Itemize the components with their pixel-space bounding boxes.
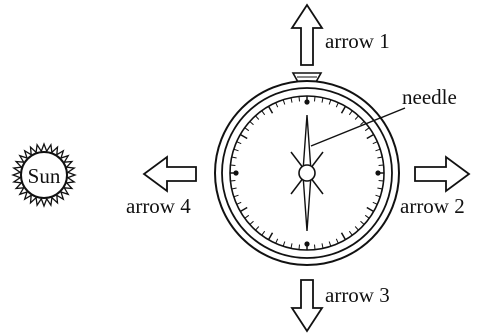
compass-tick <box>249 121 254 126</box>
compass-tick <box>244 214 250 219</box>
compass-tick <box>290 97 293 103</box>
compass-tick <box>354 115 359 120</box>
compass-tick <box>231 187 237 190</box>
compass-tick <box>321 243 324 249</box>
sun: Sun <box>11 142 77 208</box>
compass-tick <box>348 110 353 116</box>
compass-tick <box>244 127 250 132</box>
compass-tick <box>255 115 260 120</box>
arrow-4-label: arrow 4 <box>126 194 191 218</box>
compass-tick <box>372 201 378 205</box>
compass-tick <box>298 96 300 102</box>
compass-tick <box>364 214 370 219</box>
compass-cardinal-dots <box>233 99 381 247</box>
compass-tick <box>321 97 324 103</box>
compass-tick <box>364 127 370 132</box>
compass-tick <box>377 156 383 159</box>
compass-tick <box>275 238 279 244</box>
compass-tick <box>354 226 359 231</box>
arrow-4: arrow 4 <box>126 155 197 218</box>
compass-tick <box>378 164 384 166</box>
compass-tick <box>340 232 347 241</box>
compass-needle <box>290 114 324 232</box>
arrow-4-shape <box>142 155 197 193</box>
compass-tick <box>230 180 236 182</box>
compass-tick <box>231 156 237 159</box>
compass-tick <box>314 96 316 102</box>
arrow-3: arrow 3 <box>290 279 390 333</box>
compass-tick <box>328 241 332 247</box>
compass-tick <box>366 206 375 213</box>
compass-tick <box>239 206 248 213</box>
compass-tick <box>275 102 279 108</box>
compass-ticks <box>230 96 384 250</box>
compass-cardinal-dot <box>233 170 239 176</box>
compass-tick <box>314 244 316 250</box>
compass-tick <box>236 201 242 205</box>
compass-tick <box>290 243 293 249</box>
needle-leader-line <box>310 107 406 147</box>
needle-pivot <box>298 164 316 182</box>
sun-disc <box>20 151 68 199</box>
compass-tick <box>230 164 236 166</box>
arrow-2: arrow 2 <box>400 155 471 218</box>
compass-cardinal-dot <box>304 99 310 105</box>
arrow-3-label: arrow 3 <box>325 283 390 307</box>
compass-tick <box>378 180 384 182</box>
compass-tick <box>340 105 347 114</box>
arrow-1-label: arrow 1 <box>325 29 390 53</box>
compass-tick <box>335 102 339 108</box>
arrow-1-shape <box>290 3 324 66</box>
compass-tick <box>233 194 239 198</box>
compass-tick <box>298 244 300 250</box>
compass: needle <box>214 72 457 266</box>
compass-tick <box>261 230 266 236</box>
compass-tick <box>282 241 286 247</box>
compass-tick <box>282 99 286 105</box>
compass-tick <box>377 187 383 190</box>
compass-tick <box>375 148 381 152</box>
arrow-1: arrow 1 <box>290 3 390 66</box>
compass-tick <box>366 133 375 140</box>
compass-tick <box>375 194 381 198</box>
compass-tick <box>267 105 274 114</box>
compass-tick <box>328 99 332 105</box>
arrow-2-shape <box>414 155 471 193</box>
compass-tick <box>255 226 260 231</box>
compass-tick <box>267 232 274 241</box>
compass-cardinal-dot <box>304 241 310 247</box>
compass-tick <box>249 220 254 225</box>
compass-tick <box>233 148 239 152</box>
compass-tick <box>261 110 266 116</box>
compass-tick <box>239 133 248 140</box>
compass-tick <box>372 141 378 145</box>
compass-tick <box>335 238 339 244</box>
compass-tick <box>348 230 353 236</box>
arrow-3-shape <box>290 279 324 333</box>
compass-tick <box>360 220 365 225</box>
compass-cardinal-dot <box>375 170 381 176</box>
compass-tick <box>236 141 242 145</box>
sun-label: Sun <box>28 164 61 188</box>
compass-tick <box>360 121 365 126</box>
arrow-2-label: arrow 2 <box>400 194 465 218</box>
needle-label: needle <box>402 85 457 109</box>
